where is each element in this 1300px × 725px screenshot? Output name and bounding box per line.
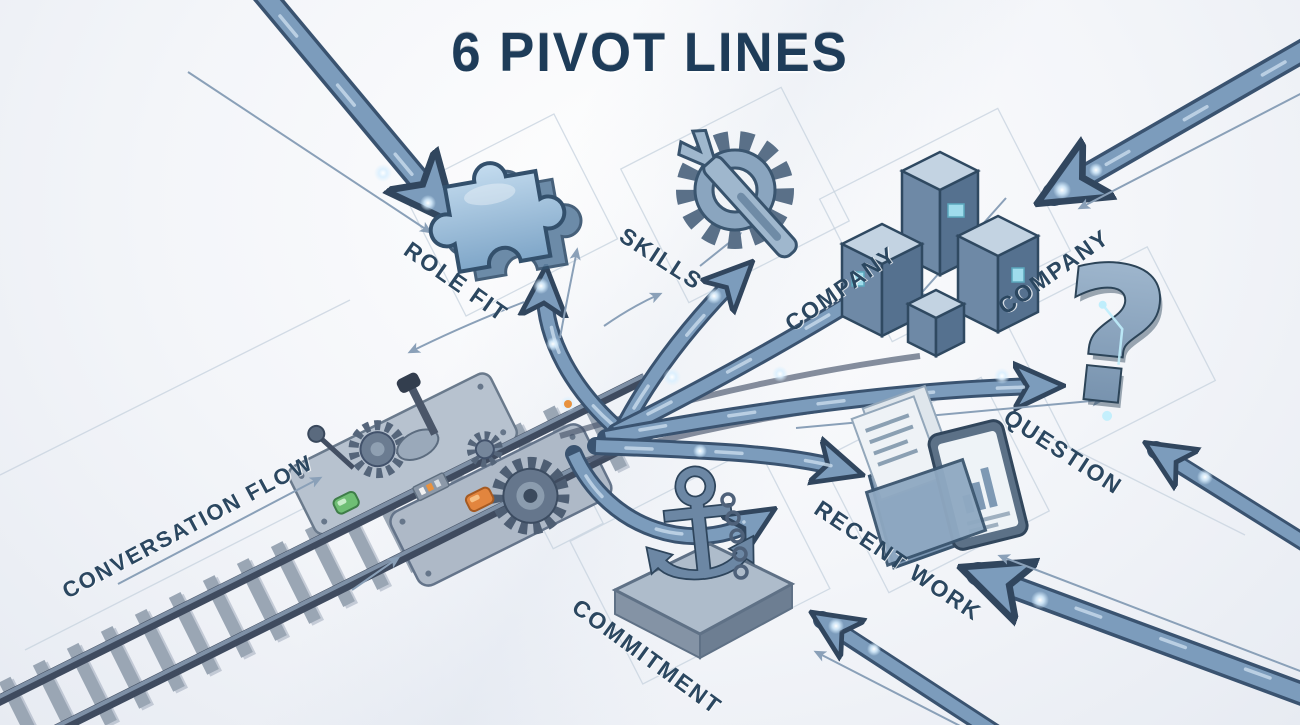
pivot-arrow-skills bbox=[613, 274, 740, 439]
conversation-flow-arrow bbox=[117, 476, 323, 585]
switch-roller bbox=[396, 428, 440, 461]
incoming-arrow-right-middle bbox=[1156, 450, 1300, 551]
block-right bbox=[955, 214, 1041, 335]
svg-text:?: ? bbox=[1052, 230, 1181, 456]
anchor-chain bbox=[720, 492, 749, 580]
switch-lever-ball bbox=[307, 424, 326, 443]
block-front bbox=[905, 288, 967, 359]
page-title: 6 PIVOT LINES bbox=[451, 21, 849, 83]
pivot-arrow-question bbox=[597, 386, 1046, 447]
glow-dots bbox=[374, 163, 1213, 656]
switch-lever-handle bbox=[396, 372, 439, 436]
folder-front bbox=[864, 457, 988, 568]
railroad-track bbox=[0, 377, 651, 725]
incoming-arrow-bottom-center bbox=[822, 620, 1000, 725]
question-mark-icon: ? ? bbox=[1047, 222, 1182, 456]
incoming-arrow-bottom-right bbox=[978, 574, 1300, 706]
pivot-arrow-recent-work bbox=[587, 446, 846, 470]
wrench bbox=[677, 128, 798, 259]
indicator-panel bbox=[412, 472, 450, 502]
switch-gear-small bbox=[348, 420, 407, 479]
thin-accent-arrows bbox=[117, 71, 1300, 725]
switch-lever-stem bbox=[316, 434, 356, 470]
folder-documents-icon bbox=[850, 384, 1029, 570]
anchor-glyph: ⚓ bbox=[622, 432, 774, 619]
switch-knob-gear bbox=[466, 431, 503, 468]
incoming-arrow-top-left bbox=[253, 0, 444, 210]
building-blocks-icon bbox=[839, 150, 1041, 359]
svg-text:?: ? bbox=[1049, 224, 1178, 450]
anchor-icon: ⚓ bbox=[611, 431, 796, 660]
pedestal-top bbox=[611, 542, 796, 636]
puzzle-piece-icon bbox=[428, 161, 583, 282]
block-left bbox=[839, 222, 925, 339]
orange-signal-light bbox=[464, 486, 495, 513]
green-signal-light bbox=[332, 490, 360, 515]
gear-wrench-icon bbox=[676, 128, 798, 259]
pivot-arrow-role-fit bbox=[545, 284, 637, 447]
